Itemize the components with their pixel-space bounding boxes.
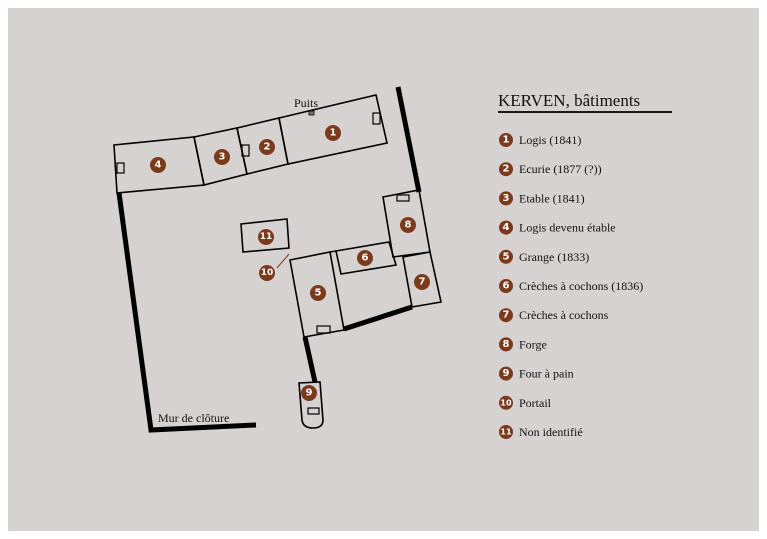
marker-3: 3 [214, 149, 230, 165]
legend-item-label: Portail [519, 396, 552, 410]
svg-text:9: 9 [306, 388, 313, 399]
legend-marker-number: 1 [503, 135, 510, 146]
legend-marker [499, 308, 513, 323]
legend-marker-number: 3 [503, 193, 510, 204]
legend-item-label: Crèches à cochons [519, 308, 609, 322]
marker-8: 8 [400, 217, 416, 233]
legend-item-label: Etable (1841) [519, 191, 585, 205]
legend-marker-number: 11 [500, 428, 512, 437]
legend-item: 3 Etable (1841) [499, 191, 585, 206]
enclosure-wall-left [116, 192, 257, 433]
svg-text:4: 4 [155, 160, 162, 171]
enclosure-wall-oven [302, 336, 318, 383]
legend-item-label: Ecurie (1877 (?)) [519, 162, 602, 176]
legend-marker [499, 220, 513, 235]
svg-text:2: 2 [264, 142, 271, 153]
legend-marker [499, 191, 513, 206]
legend-marker [499, 279, 513, 293]
wall-label: Mur de clôture [158, 411, 229, 425]
legend-item: 5 Grange (1833) [499, 249, 589, 264]
legend-item-label: Logis (1841) [519, 133, 581, 147]
legend-item: 4 Logis devenu étable [499, 220, 616, 235]
svg-text:11: 11 [260, 232, 273, 242]
building-1 [278, 94, 388, 165]
legend-marker-number: 4 [503, 222, 510, 233]
svg-text:7: 7 [419, 277, 426, 288]
legend-item-label: Logis devenu étable [519, 221, 616, 235]
building-9 [298, 381, 324, 429]
legend-marker-number: 5 [503, 251, 510, 262]
portail-pointer [276, 253, 290, 269]
legend-item: 11 Non identifié [499, 425, 583, 439]
svg-text:5: 5 [315, 288, 322, 299]
legend-item: 6 Crèches à cochons (1836) [499, 279, 643, 293]
svg-text:3: 3 [219, 152, 226, 163]
diagram-background [8, 8, 759, 531]
legend-list: 1 Logis (1841) 2 Ecurie (1877 (?)) 3 Etable (… [499, 133, 643, 439]
svg-text:1: 1 [330, 128, 337, 139]
marker-2: 2 [259, 139, 275, 155]
marker-9: 9 [301, 385, 317, 401]
legend-title: KERVEN, bâtiments [498, 91, 640, 110]
legend-item: 9 Four à pain [499, 366, 574, 381]
building-7 [402, 251, 442, 308]
building-5 [289, 251, 345, 338]
enclosure-wall-right [395, 86, 422, 193]
legend-item-label: Four à pain [519, 367, 574, 381]
well-icon [308, 110, 315, 116]
legend-marker [499, 337, 513, 352]
building-11 [240, 218, 290, 253]
door-building-4 [116, 162, 125, 174]
legend-marker [499, 425, 513, 439]
marker-1: 1 [325, 125, 341, 141]
legend-marker-number: 2 [503, 164, 510, 175]
door-building-2 [241, 144, 250, 157]
legend-item: 2 Ecurie (1877 (?)) [499, 162, 602, 177]
door-building-8 [396, 194, 410, 202]
marker-10: 10 [259, 265, 275, 281]
legend-item-label: Non identifié [519, 425, 583, 439]
legend-marker-number: 7 [503, 310, 510, 321]
legend-item: 1 Logis (1841) [499, 133, 581, 147]
enclosure-wall-bottom [343, 304, 413, 332]
legend-item-label: Forge [519, 337, 547, 351]
marker-4: 4 [150, 157, 166, 173]
legend-item: 7 Crèches à cochons [499, 308, 609, 323]
marker-6: 6 [357, 250, 373, 266]
legend-marker [499, 249, 513, 264]
svg-text:10: 10 [261, 268, 274, 278]
legend-marker-number: 6 [503, 281, 510, 292]
legend-marker [499, 162, 513, 177]
legend-marker-number: 8 [503, 339, 510, 350]
door-building-1 [372, 112, 381, 125]
legend-marker [499, 395, 513, 410]
legend-item: 10 Portail [499, 395, 552, 410]
puits-label: Puits [294, 96, 318, 110]
building-link [329, 250, 337, 253]
svg-text:8: 8 [405, 220, 412, 231]
building-6 [335, 241, 398, 275]
legend-item-label: Grange (1833) [519, 250, 589, 264]
marker-7: 7 [414, 274, 430, 290]
marker-11: 11 [258, 229, 274, 245]
door-building-5 [316, 325, 331, 334]
legend-marker [499, 133, 513, 147]
legend-marker-number: 9 [503, 368, 510, 379]
legend-item: 8 Forge [499, 337, 547, 352]
door-building-9 [307, 407, 320, 415]
legend-item-label: Crèches à cochons (1836) [519, 279, 643, 293]
svg-text:6: 6 [362, 253, 369, 264]
legend-marker-number: 10 [500, 398, 512, 407]
marker-5: 5 [310, 285, 326, 301]
legend-marker [499, 366, 513, 381]
